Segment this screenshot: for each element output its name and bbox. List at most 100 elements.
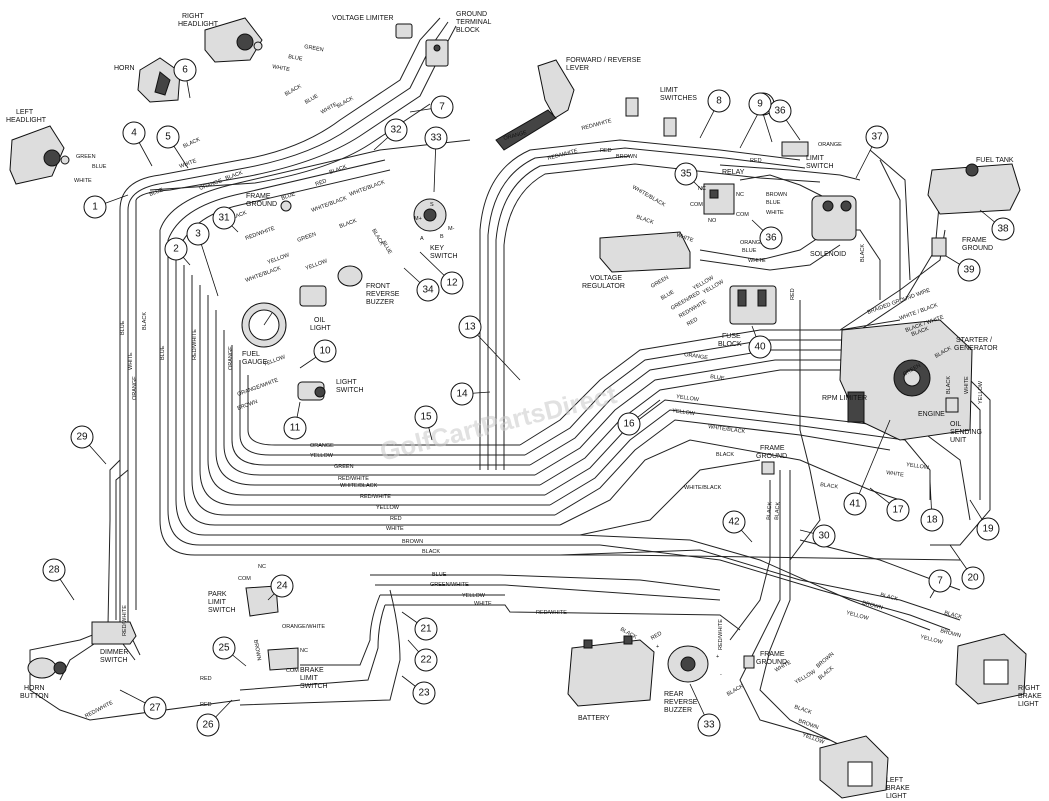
- key-a-mark: A: [420, 236, 424, 242]
- fuel-tank-label: FUEL TANK: [976, 157, 1014, 164]
- ground-terminal-block-label-2: TERMINAL: [456, 19, 492, 26]
- callout-bubble: [748, 92, 772, 116]
- wire-label: BLUE: [92, 164, 107, 170]
- fuel-gauge: [241, 302, 287, 348]
- wire-label: ORANGE: [310, 443, 334, 449]
- wire-label: BLUE: [766, 200, 781, 206]
- wire-label: GREEN: [334, 464, 354, 470]
- light-switch: [297, 381, 326, 401]
- callout-bubble: [865, 125, 889, 149]
- callout-number: 29: [76, 432, 88, 443]
- right-headlight: [204, 17, 263, 63]
- callout-bubble: [42, 558, 66, 582]
- wire-label: BLUE: [149, 187, 165, 198]
- callout-3: 3: [186, 222, 219, 297]
- wire-label: BLACK: [142, 312, 148, 330]
- callout-bubble: [697, 713, 721, 737]
- wire-label: BLUE: [304, 93, 320, 106]
- left-brake-light: [819, 735, 889, 799]
- callout-number: 28: [48, 565, 60, 576]
- wire-label: RED: [750, 158, 762, 164]
- oil-sending-unit: [945, 397, 959, 413]
- frame-ground-right-label-1: FRAME: [962, 237, 987, 244]
- horn-label: HORN: [114, 65, 135, 72]
- callout-number: 34: [422, 285, 434, 296]
- wire-label: WHITE: [128, 352, 134, 370]
- callout-number: 36: [765, 233, 777, 244]
- oil-sending-label-2: SENDING: [950, 429, 982, 436]
- wire-label: YELLOW: [676, 394, 700, 403]
- callout-25: 25: [212, 636, 247, 667]
- frame-ground-battery-label-2: GROUND: [756, 659, 787, 666]
- relay: [703, 183, 735, 215]
- front-reverse-buzzer-label-3: BUZZER: [366, 299, 394, 306]
- relay-nc-mark-2: NC: [736, 192, 744, 198]
- left-headlight-label-2: HEADLIGHT: [6, 117, 47, 124]
- callout-number: 23: [418, 688, 430, 699]
- wire-label: BLACK: [635, 214, 654, 226]
- wire-label: YELLOW: [376, 505, 400, 511]
- dimmer-switch-label-1: DIMMER: [100, 649, 128, 656]
- callout-bubble: [928, 569, 952, 593]
- wire-label: BLUE: [288, 54, 304, 62]
- callout-bubble: [70, 425, 94, 449]
- wire-label: WHITE/BLACK: [349, 179, 386, 198]
- callout-bubble: [991, 217, 1015, 241]
- callout-number: 7: [937, 576, 943, 587]
- oil-sending-label-1: OIL: [950, 421, 961, 428]
- callout-40: 40: [748, 325, 772, 359]
- wire-label: BLUE: [380, 240, 393, 256]
- callout-12: 12: [419, 251, 464, 295]
- callout-30: 30: [799, 524, 836, 548]
- oil-sending-label-3: UNIT: [950, 437, 967, 444]
- callout-26: 26: [196, 699, 233, 737]
- wire-label: BLUE: [432, 572, 447, 578]
- relay-com-mark-2: COM: [736, 212, 749, 218]
- solenoid: [811, 195, 857, 241]
- wire-label: BROWN: [252, 639, 262, 661]
- callout-34: 34: [403, 267, 440, 302]
- relay-nc-mark: NC: [698, 186, 706, 192]
- wire-label: ORANGE: [818, 142, 842, 148]
- callout-36: 36: [768, 99, 801, 141]
- callout-38: 38: [979, 209, 1015, 241]
- callout-bubble: [759, 226, 783, 250]
- starter-generator-label-2: GENERATOR: [954, 345, 998, 352]
- wire-label: WHITE: [74, 178, 92, 184]
- callout-number: 13: [464, 322, 476, 333]
- buzzer-minus-mark: -: [720, 672, 722, 678]
- oil-light-label-2: LIGHT: [310, 325, 331, 332]
- wire-label: BLACK: [943, 610, 962, 621]
- callout-16: 16: [617, 399, 661, 436]
- wire-label: RED/WHITE: [84, 700, 114, 720]
- wire-label: BLACK: [946, 376, 952, 394]
- solenoid-label: SOLENOID: [810, 251, 846, 258]
- callout-number: 9: [757, 99, 763, 110]
- wire-label: BLACK: [182, 137, 201, 150]
- battery-label: BATTERY: [578, 715, 610, 722]
- callout-36: 36: [751, 219, 783, 250]
- callout-10: 10: [299, 339, 337, 369]
- fuse-block-label-1: FUSE: [722, 333, 741, 340]
- wire-label: BROWN: [861, 600, 883, 611]
- wire-label: ORANGE/WHITE: [237, 377, 280, 397]
- callout-number: 35: [680, 169, 692, 180]
- wire-label: BROWN: [402, 539, 423, 545]
- callout-number: 32: [390, 125, 402, 136]
- callout-14: 14: [450, 382, 491, 406]
- wire-label: ORANGE: [684, 352, 709, 361]
- callout-37: 37: [855, 125, 889, 179]
- callout-bubble: [270, 574, 294, 598]
- wire-label: WHITE: [474, 601, 492, 607]
- wire-label: ORANGE: [132, 376, 138, 400]
- brake-limit-label-2: LIMIT: [300, 675, 319, 682]
- voltage-limiter: [395, 23, 413, 39]
- wire-label: RED/WHITE: [122, 605, 128, 636]
- frame-ground-battery: [743, 655, 755, 669]
- wire-label: BROWN: [616, 154, 637, 160]
- callout-31: 31: [212, 206, 239, 233]
- wire-label: BLUE: [710, 374, 725, 382]
- callout-number: 42: [728, 517, 740, 528]
- callout-19: 19: [969, 499, 1000, 541]
